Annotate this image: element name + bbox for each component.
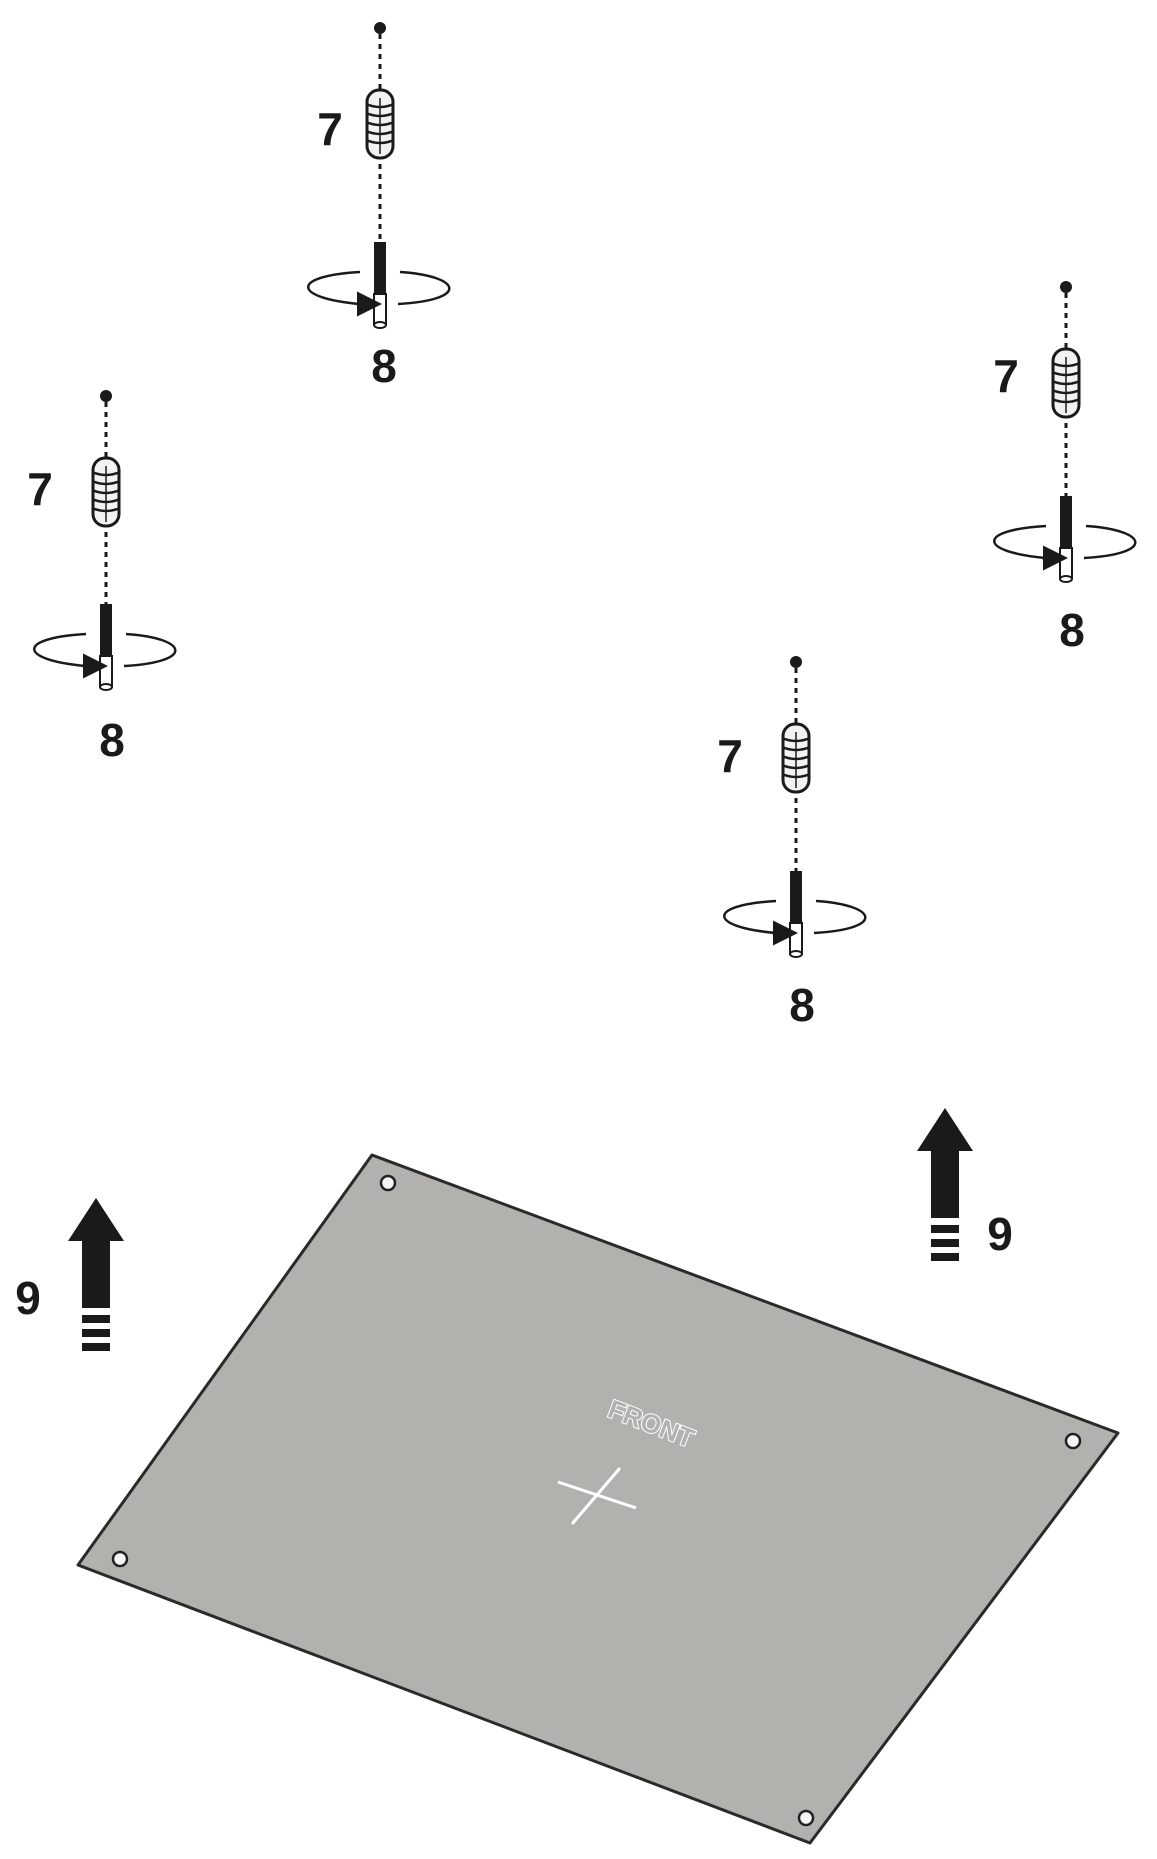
rotation-arrow-icon [33, 632, 177, 679]
screw-label: 8 [371, 340, 397, 392]
lift-label: 9 [15, 1272, 41, 1324]
rotation-arrow-icon [307, 270, 451, 317]
screw [1059, 496, 1073, 583]
crosshair-icon [557, 1467, 637, 1525]
wall-anchor [781, 722, 811, 794]
fixing-unit: 78 [27, 390, 177, 766]
guide-dot [100, 390, 112, 402]
screw-label: 8 [789, 979, 815, 1031]
screw [373, 242, 387, 329]
plate-hole [111, 1550, 129, 1568]
base-plate: FRONT [76, 1153, 1120, 1845]
lift-arrow-left: 9 [15, 1198, 124, 1351]
anchor-label: 7 [27, 463, 53, 515]
guide-dot [374, 22, 386, 34]
anchor-label: 7 [317, 103, 343, 155]
screw [789, 871, 803, 958]
plate-hole [1064, 1432, 1082, 1450]
rotation-arrow-icon [993, 524, 1137, 571]
wall-anchor [1051, 347, 1081, 419]
plate-hole [379, 1174, 397, 1192]
lift-arrow-right: 9 [917, 1108, 1013, 1261]
screw-label: 8 [99, 714, 125, 766]
fixing-unit: 78 [717, 656, 867, 1031]
screw-label: 8 [1059, 604, 1085, 656]
fixing-unit: 78 [307, 22, 451, 392]
fixing-unit: 78 [993, 281, 1137, 656]
wall-anchor [91, 456, 121, 528]
up-arrow-icon [68, 1198, 124, 1351]
up-arrow-icon [917, 1108, 973, 1261]
rotation-arrow-icon [723, 899, 867, 946]
anchor-label: 7 [717, 730, 743, 782]
lift-label: 9 [987, 1208, 1013, 1260]
anchor-label: 7 [993, 350, 1019, 402]
guide-dot [790, 656, 802, 668]
screw [99, 604, 113, 691]
wall-anchor [365, 88, 395, 160]
plate-hole [797, 1809, 815, 1827]
guide-dot [1060, 281, 1072, 293]
